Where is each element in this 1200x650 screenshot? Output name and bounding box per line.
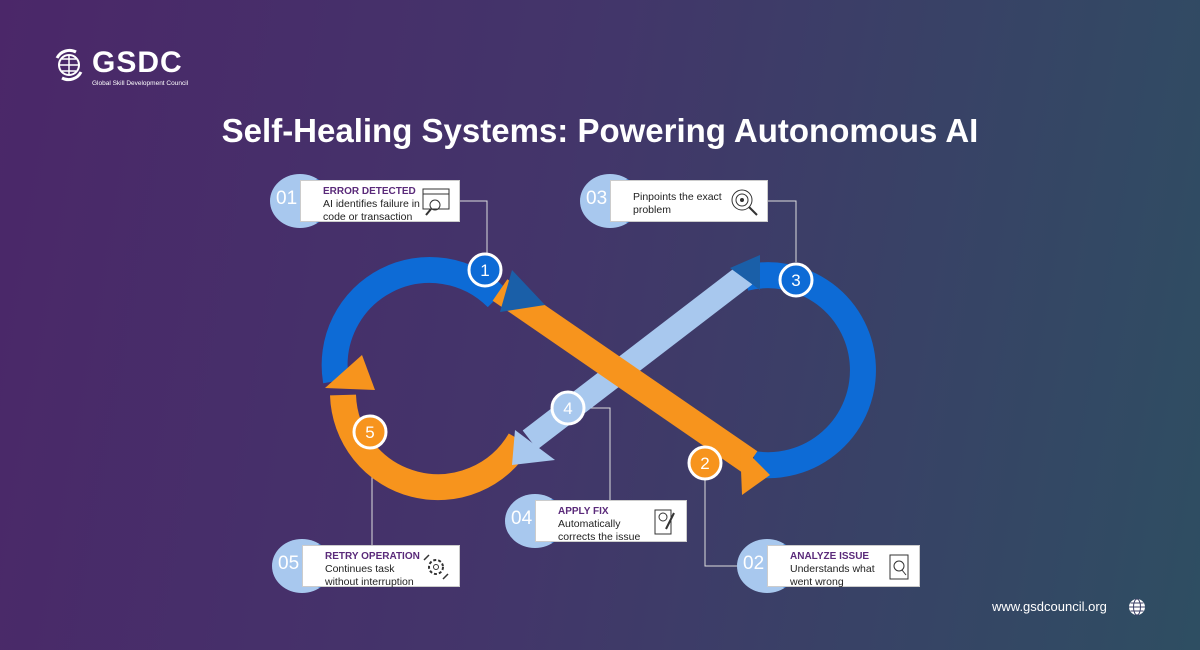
marker-3 [778,262,814,298]
marker-label: 2 [700,454,709,473]
arrow-1 [500,270,545,312]
arrow-3 [730,255,760,290]
marker-label: 1 [480,261,489,280]
diagonal-orange [492,279,758,473]
marker-label: 3 [791,271,800,290]
arrow-4 [512,430,555,465]
marker-5 [352,414,388,450]
step-card-pinpoint: Pinpoints the exact problem [610,180,768,222]
document-pen-icon [654,509,675,535]
marker-2 [687,445,723,481]
gears-cycle-icon [423,554,449,580]
report-search-icon [889,554,909,580]
connector-4 [586,407,611,500]
browser-magnifier-icon [422,188,450,216]
target-search-icon [731,189,758,216]
connector-3 [768,200,797,262]
marker-label: 4 [563,399,572,418]
marker-1 [467,252,503,288]
marker-4 [550,390,586,426]
website-url[interactable]: www.gsdcouncil.org [992,599,1107,614]
loop-left-top [321,257,507,384]
connector-1 [460,200,488,255]
globe-logo-icon [55,48,83,82]
loop-left-bottom [330,394,532,501]
connector-2 [704,480,740,567]
arrow-5 [325,355,375,390]
marker-label: 5 [365,423,374,442]
globe-icon [1129,598,1145,616]
loop-right [741,262,876,479]
arrow-2 [740,445,770,495]
page-title: Self-Healing Systems: Powering Autonomou… [221,112,979,149]
